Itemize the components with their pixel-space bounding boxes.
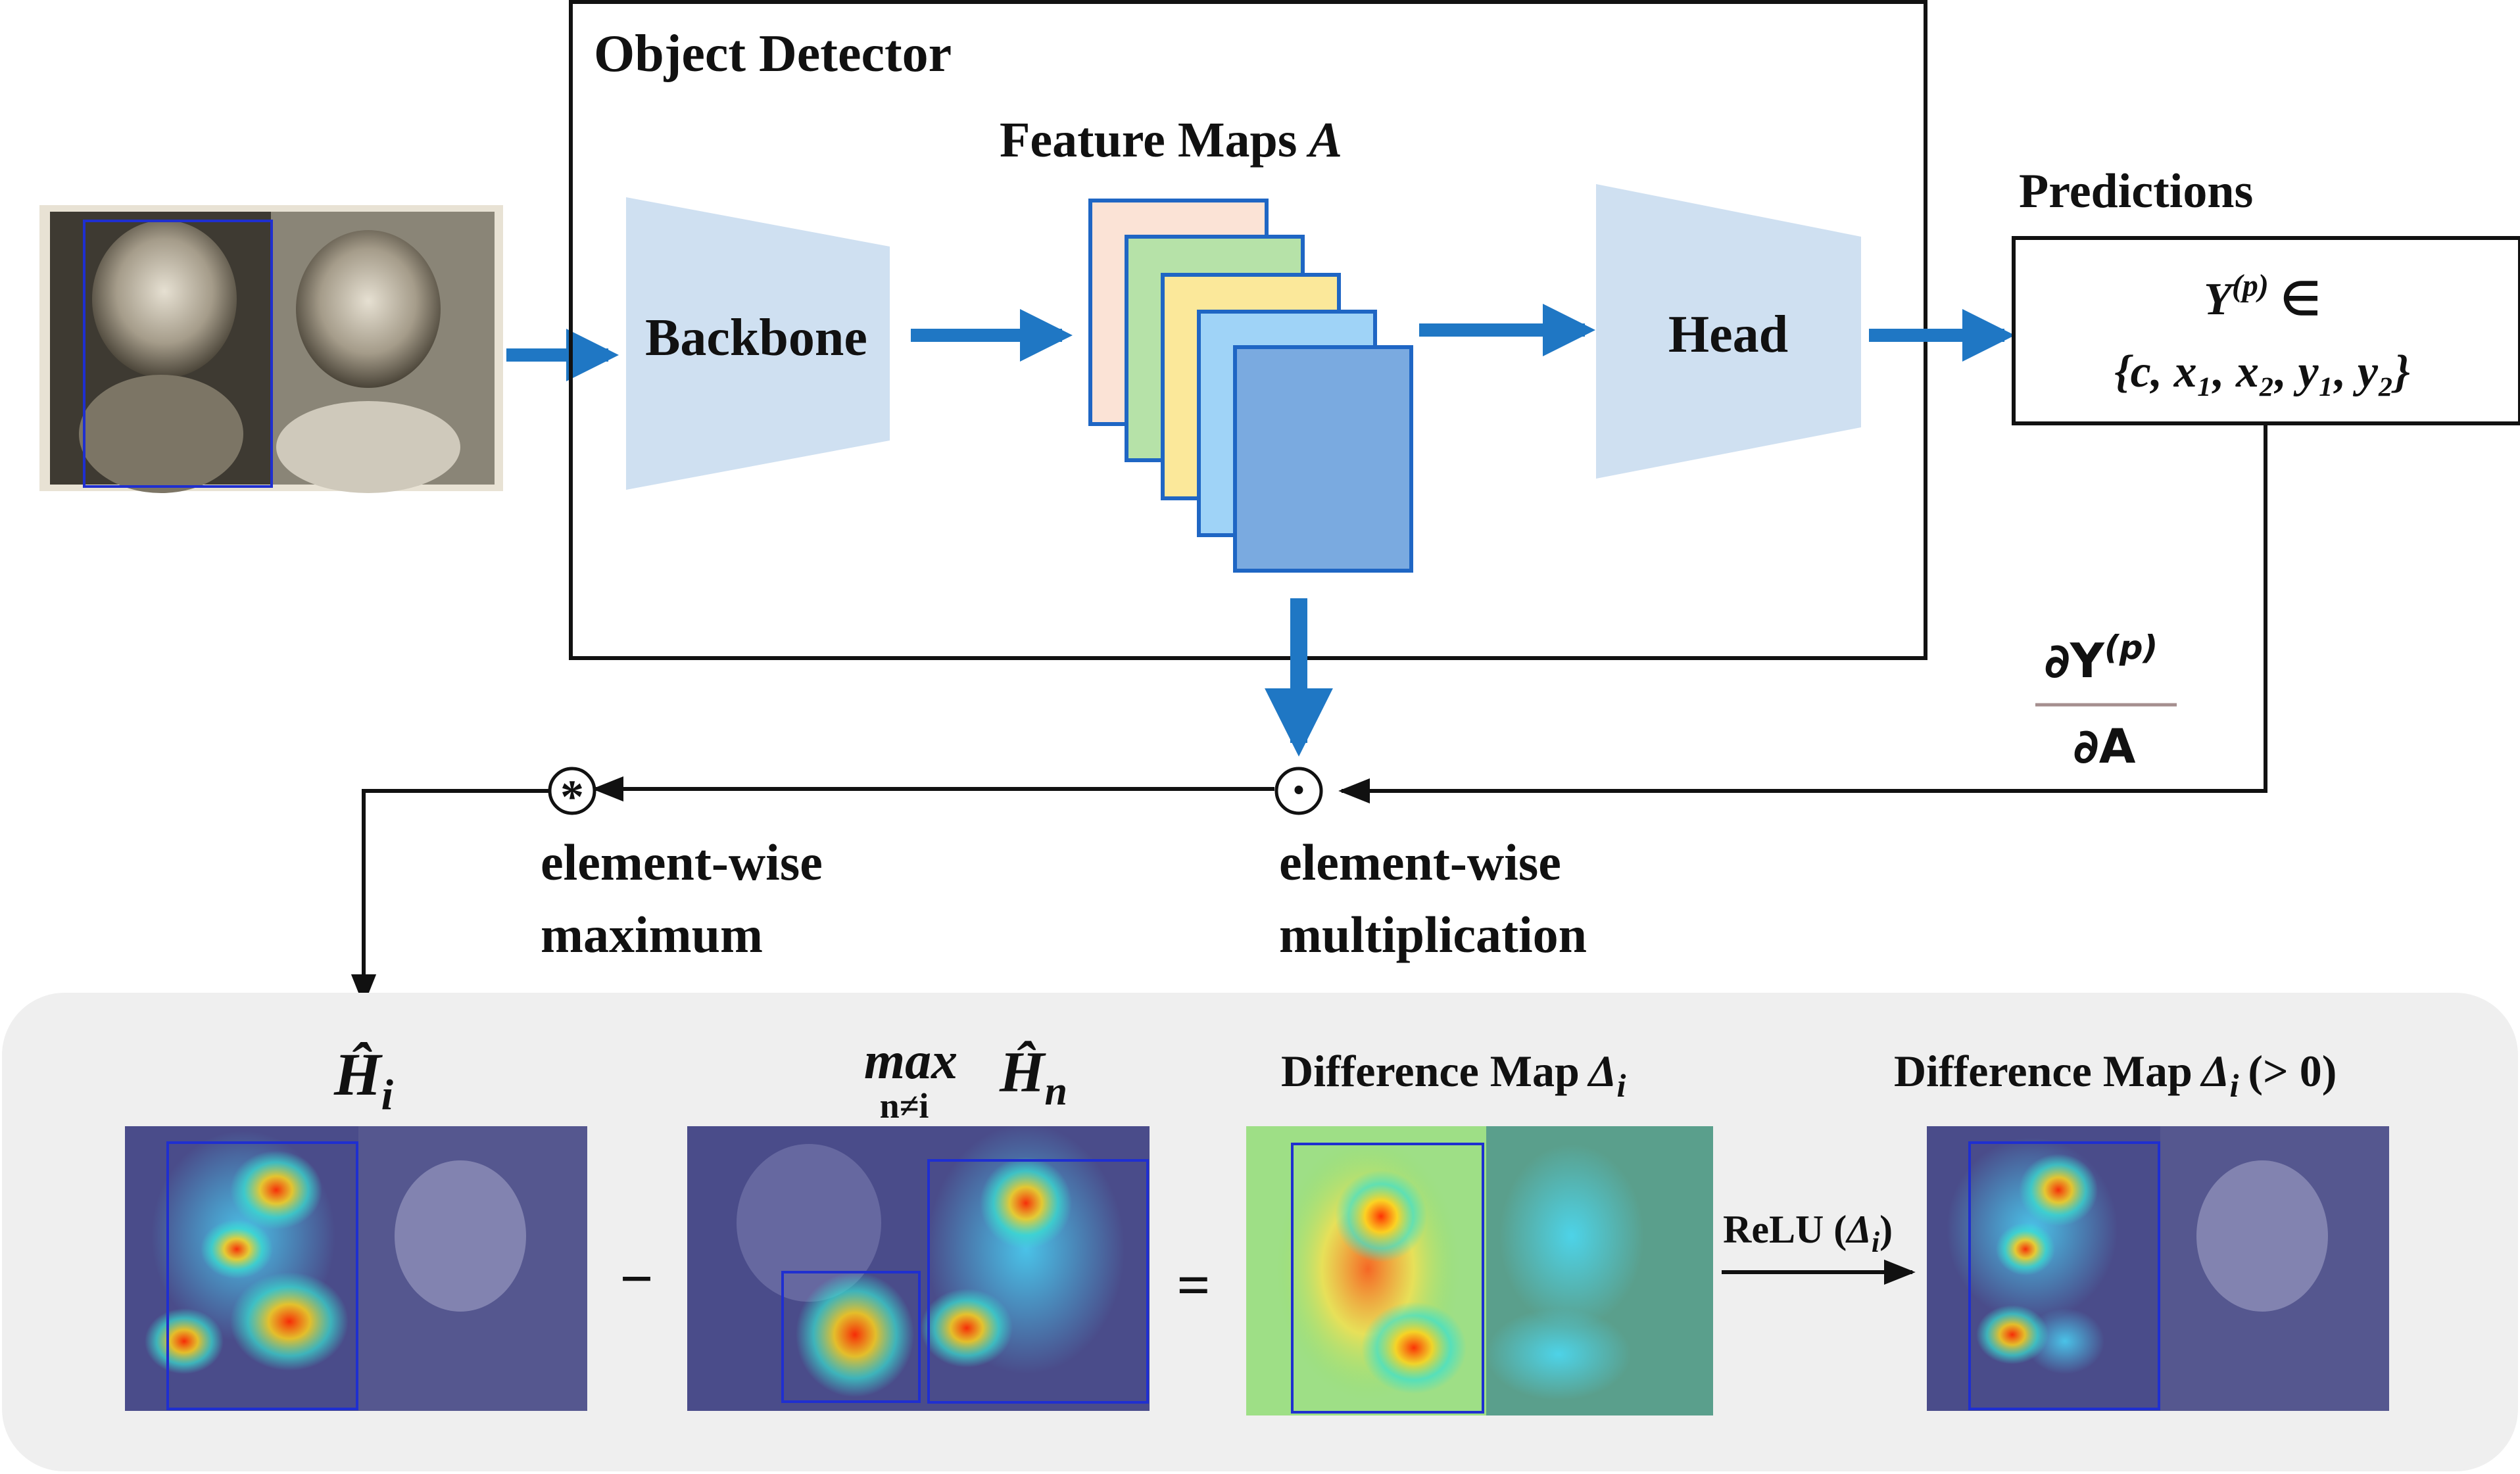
head-label: Head [1668, 306, 1788, 364]
heatmap-difference [1246, 1126, 1713, 1415]
maximum-label-line2: maximum [541, 906, 763, 963]
maximum-circle-icon [548, 767, 596, 815]
teddy-bear-icon [79, 375, 243, 493]
gradient-path-line [1338, 425, 2267, 804]
arrow-maximum-to-heatmap [351, 789, 549, 1006]
heatmap-difference-positive [1927, 1126, 2389, 1411]
svg-text:n≠i: n≠i [880, 1086, 929, 1126]
bbox-icon [927, 1159, 1149, 1404]
multiplication-circle-icon [1274, 767, 1323, 815]
gradient-numerator: ∂Y(p) [2045, 629, 2158, 688]
object-detector-title: Object Detector [594, 25, 952, 83]
equals-operator: = [1176, 1253, 1210, 1318]
predictions-title: Predictions [2019, 164, 2253, 218]
prediction-formula-line1: Y(p)∈ [2204, 268, 2321, 325]
bbox-icon [1291, 1143, 1484, 1414]
child-right-face-icon [2196, 1160, 2328, 1312]
feature-map-5 [1233, 345, 1413, 573]
heatmap-h-i [125, 1126, 587, 1411]
maximum-operator: * [548, 767, 596, 823]
svg-text:Ĥn: Ĥn [999, 1041, 1067, 1114]
predictions-box [2012, 236, 2520, 425]
child-left-face-icon [92, 220, 237, 378]
multiplication-label-line1: element-wise [1279, 834, 1561, 891]
gradient-fraction: ∂Y(p) ∂A [2035, 629, 2177, 774]
prediction-formula-line2: {c, x₁, x₂, y₁, y₂} [2114, 346, 2410, 397]
bbox-icon [83, 220, 273, 488]
input-photo [39, 205, 503, 493]
relu-label: ReLU (Δi) [1723, 1208, 1893, 1258]
minus-operator: − [619, 1247, 653, 1312]
heatmap-max-h-n [687, 1124, 1150, 1411]
svg-text:·: · [1290, 761, 1308, 819]
h-i-header: Ĥi [333, 1041, 394, 1119]
gradient-denominator: ∂A [2073, 719, 2136, 774]
feature-maps-stack [1088, 199, 1413, 573]
child-left-face-icon [737, 1144, 881, 1302]
child-right-face-icon [296, 230, 441, 388]
bbox-icon [781, 1271, 921, 1403]
backbone-label: Backbone [645, 309, 867, 367]
bbox-icon [1968, 1141, 2160, 1410]
svg-text:*: * [560, 771, 584, 823]
multiplication-operator: · [1274, 761, 1323, 819]
bbox-icon [166, 1141, 358, 1410]
max-h-n-header: max n≠i Ĥn [864, 1032, 1067, 1126]
head-block [1596, 184, 1861, 479]
child-right-face-icon [395, 1160, 526, 1312]
backbone-block [626, 197, 890, 490]
svg-text:max: max [864, 1032, 957, 1090]
maximum-label-line1: element-wise [541, 834, 823, 891]
multiplication-label-line2: multiplication [1279, 906, 1587, 963]
